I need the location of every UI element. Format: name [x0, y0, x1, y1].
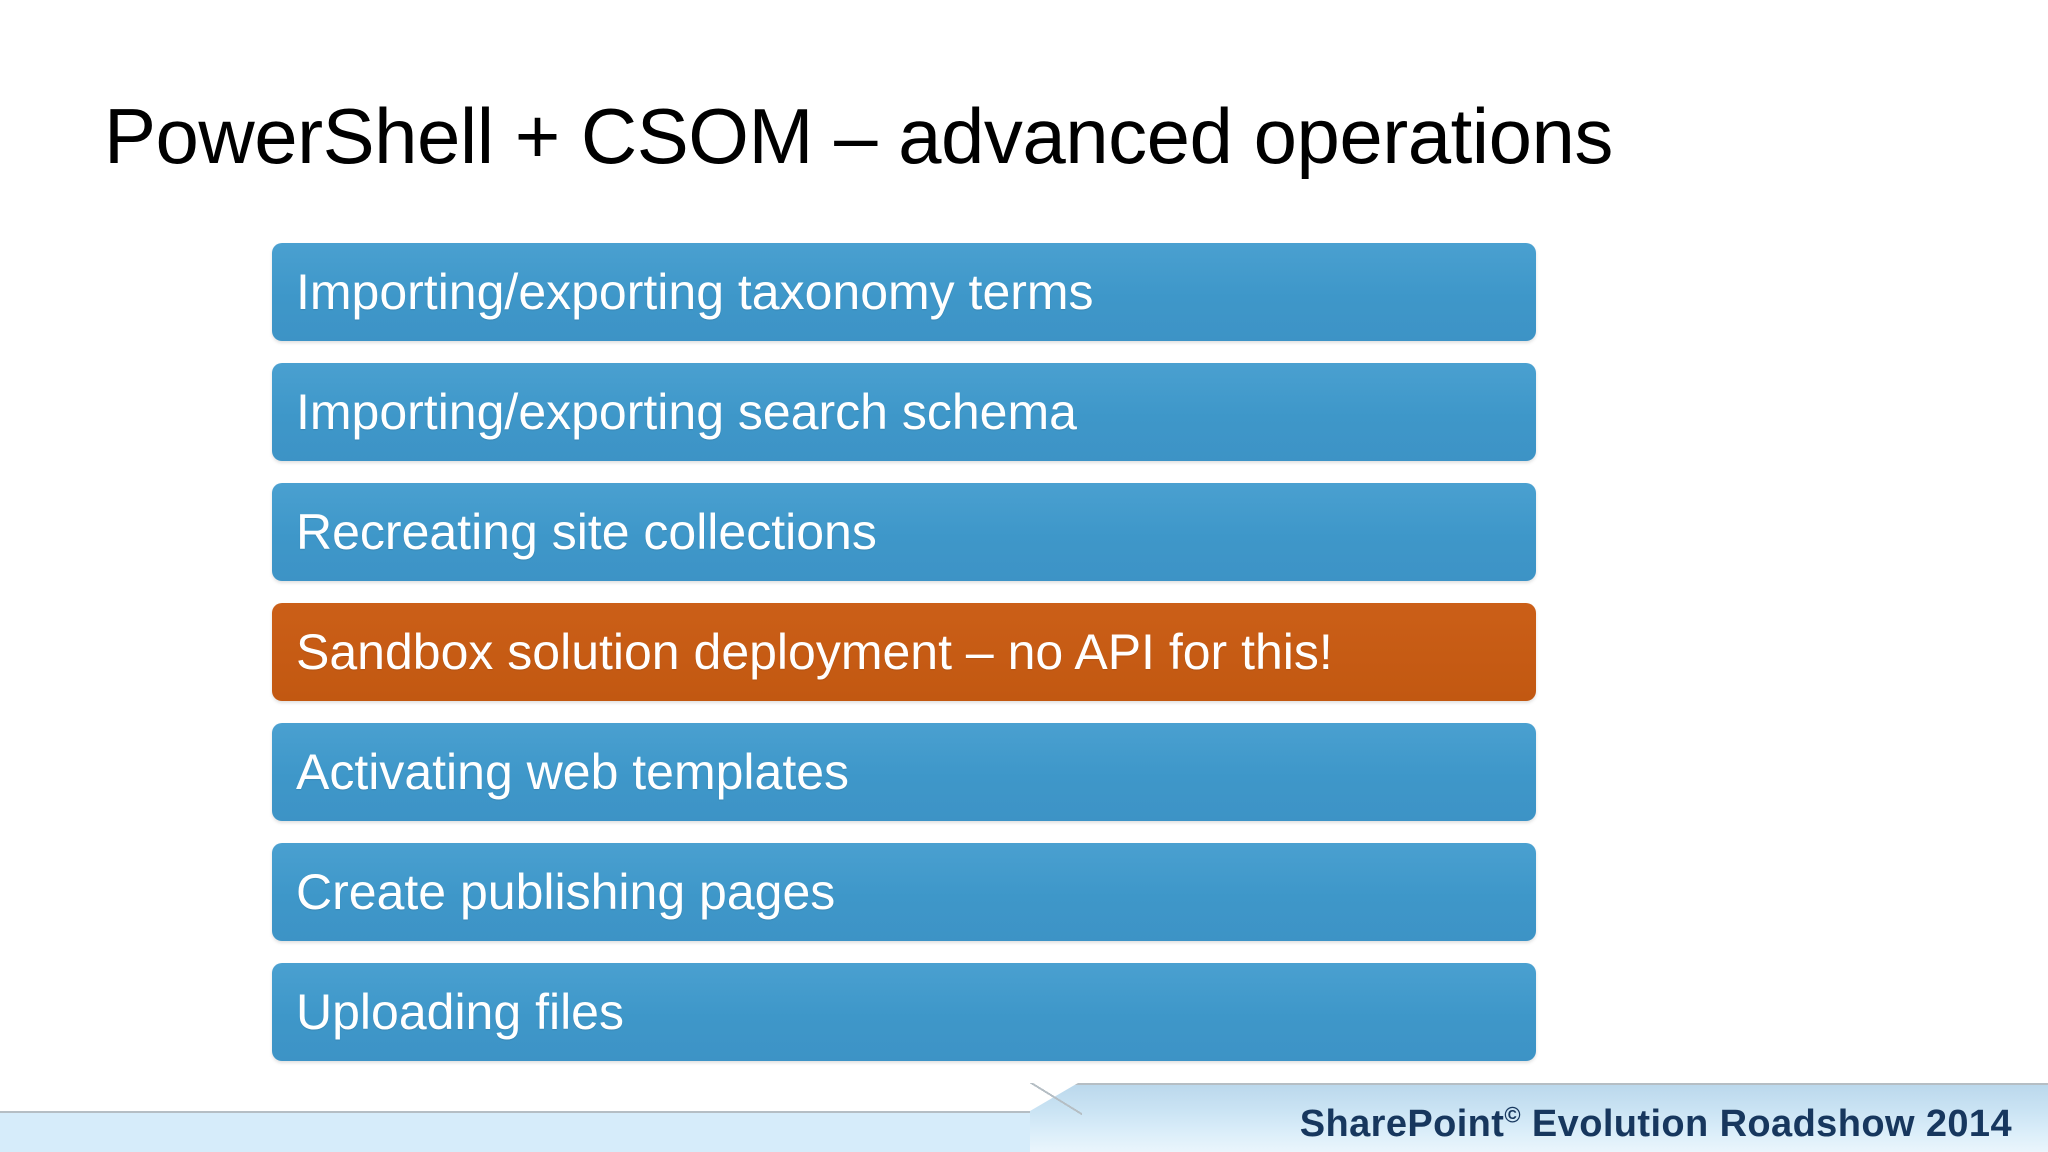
- list-item-label: Recreating site collections: [296, 504, 877, 560]
- list-item-label: Uploading files: [296, 984, 624, 1040]
- footer-brand-name: SharePoint: [1299, 1103, 1505, 1145]
- list-item-highlighted[interactable]: Sandbox solution deployment – no API for…: [272, 603, 1536, 701]
- list-item-label: Sandbox solution deployment – no API for…: [296, 624, 1333, 680]
- list-item[interactable]: Importing/exporting search schema: [272, 363, 1536, 461]
- list-item-label: Activating web templates: [296, 744, 850, 800]
- copyright-icon: ©: [1504, 1102, 1521, 1128]
- list-item-label: Importing/exporting search schema: [296, 384, 1077, 440]
- footer-branding: SharePoint© Evolution Roadshow 2014: [1300, 1102, 2012, 1146]
- footer-slant-divider: [1030, 1083, 1082, 1115]
- list-item[interactable]: Activating web templates: [272, 723, 1536, 821]
- list-item[interactable]: Uploading files: [272, 963, 1536, 1061]
- slide-footer: SharePoint© Evolution Roadshow 2014: [0, 1080, 2048, 1152]
- footer-brand-suffix: Evolution Roadshow 2014: [1520, 1103, 2012, 1145]
- footer-band-upper: [1030, 1083, 2048, 1152]
- list-item[interactable]: Recreating site collections: [272, 483, 1536, 581]
- operations-list: Importing/exporting taxonomy terms Impor…: [272, 243, 1536, 1061]
- list-item[interactable]: Create publishing pages: [272, 843, 1536, 941]
- page-title: PowerShell + CSOM – advanced operations: [104, 92, 1613, 181]
- list-item-label: Importing/exporting taxonomy terms: [296, 264, 1094, 320]
- list-item[interactable]: Importing/exporting taxonomy terms: [272, 243, 1536, 341]
- list-item-label: Create publishing pages: [296, 864, 836, 920]
